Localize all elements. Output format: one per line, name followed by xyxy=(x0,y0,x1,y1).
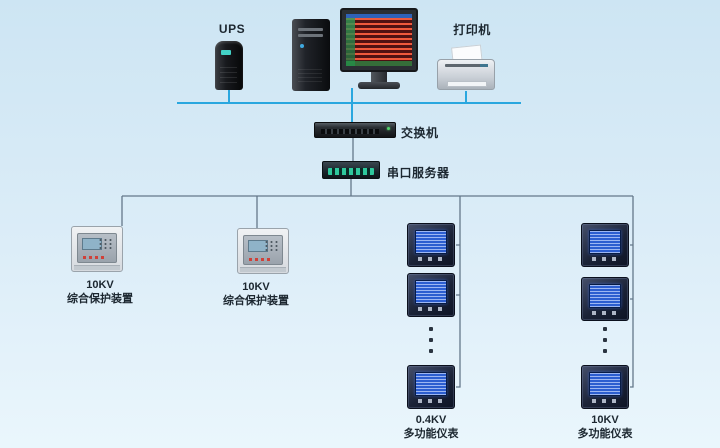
meter-screen xyxy=(415,280,447,304)
more-devices-dots xyxy=(603,327,607,353)
drive-bay xyxy=(298,34,323,37)
protection-relay-device xyxy=(237,228,289,274)
meter-screen xyxy=(589,284,621,308)
meter-group1-voltage: 0.4KV xyxy=(415,414,447,426)
power-meter xyxy=(407,365,455,409)
relay-base xyxy=(74,265,120,270)
meter-buttons xyxy=(592,399,618,403)
switch-label: 交换机 xyxy=(401,126,439,140)
network-switch xyxy=(314,122,396,138)
tower-vents xyxy=(298,69,322,85)
serial-port-server xyxy=(322,161,380,179)
drive-bay xyxy=(298,28,323,31)
protection-relay-device xyxy=(71,226,123,272)
power-meter xyxy=(407,273,455,317)
protection2-name: 综合保护装置 xyxy=(223,294,289,307)
protection1-voltage: 10KV xyxy=(86,279,114,291)
relay-keypad xyxy=(264,240,279,252)
ups-device xyxy=(215,41,243,90)
power-meter xyxy=(407,223,455,267)
printer-output-tray xyxy=(447,81,487,87)
screen-data-rows xyxy=(346,18,412,60)
protection1-name: 综合保护装置 xyxy=(67,292,133,305)
ups-label: UPS xyxy=(218,22,246,36)
monitor xyxy=(340,8,418,72)
protection1-caption: 10KV 综合保护装置 xyxy=(50,279,150,307)
meter-group2-voltage: 10KV xyxy=(591,414,619,426)
relay-base xyxy=(240,267,286,272)
screen-side-panel xyxy=(346,18,355,66)
meter-screen xyxy=(415,230,447,254)
meter-buttons xyxy=(418,307,444,311)
printer-device xyxy=(437,44,495,92)
meter-group1-name: 多功能仪表 xyxy=(403,427,459,440)
power-meter xyxy=(581,277,629,321)
relay-leds xyxy=(83,256,104,259)
relay-keypad xyxy=(98,238,113,250)
relay-leds xyxy=(249,258,270,261)
ups-vents xyxy=(220,67,237,85)
printer-control-panel xyxy=(480,64,488,67)
power-led xyxy=(300,44,304,48)
serial-server-label: 串口服务器 xyxy=(387,166,450,180)
printer-feed-slot xyxy=(445,64,481,67)
protection2-voltage: 10KV xyxy=(242,281,270,293)
pc-tower xyxy=(292,19,330,91)
meter-buttons xyxy=(592,257,618,261)
monitor-stand-neck xyxy=(371,72,387,82)
relay-front-panel xyxy=(243,235,283,265)
meter-screen xyxy=(589,230,621,254)
meter-screen xyxy=(415,372,447,396)
meter-screen xyxy=(589,372,621,396)
switch-led xyxy=(387,127,390,130)
screen-titlebar xyxy=(346,14,412,18)
meter-group2-name: 多功能仪表 xyxy=(577,427,633,440)
meter-buttons xyxy=(418,257,444,261)
ups-display xyxy=(221,50,231,55)
power-meter xyxy=(581,365,629,409)
power-meter xyxy=(581,223,629,267)
more-devices-dots xyxy=(429,327,433,353)
meter-column1-link-line xyxy=(456,196,461,388)
meter-group1-caption: 0.4KV 多功能仪表 xyxy=(383,414,479,442)
meter-buttons xyxy=(418,399,444,403)
relay-front-panel xyxy=(77,233,117,263)
protection2-caption: 10KV 综合保护装置 xyxy=(206,281,306,309)
meter-buttons xyxy=(592,311,618,315)
printer-label: 打印机 xyxy=(453,23,491,37)
monitor-screen xyxy=(346,14,412,66)
screen-status-strip xyxy=(346,61,412,66)
serial-ports xyxy=(328,168,374,175)
meter-column2-link-line xyxy=(630,196,634,388)
monitor-stand-base xyxy=(358,82,400,89)
switch-ports xyxy=(321,129,379,134)
meter-group2-caption: 10KV 多功能仪表 xyxy=(557,414,653,442)
